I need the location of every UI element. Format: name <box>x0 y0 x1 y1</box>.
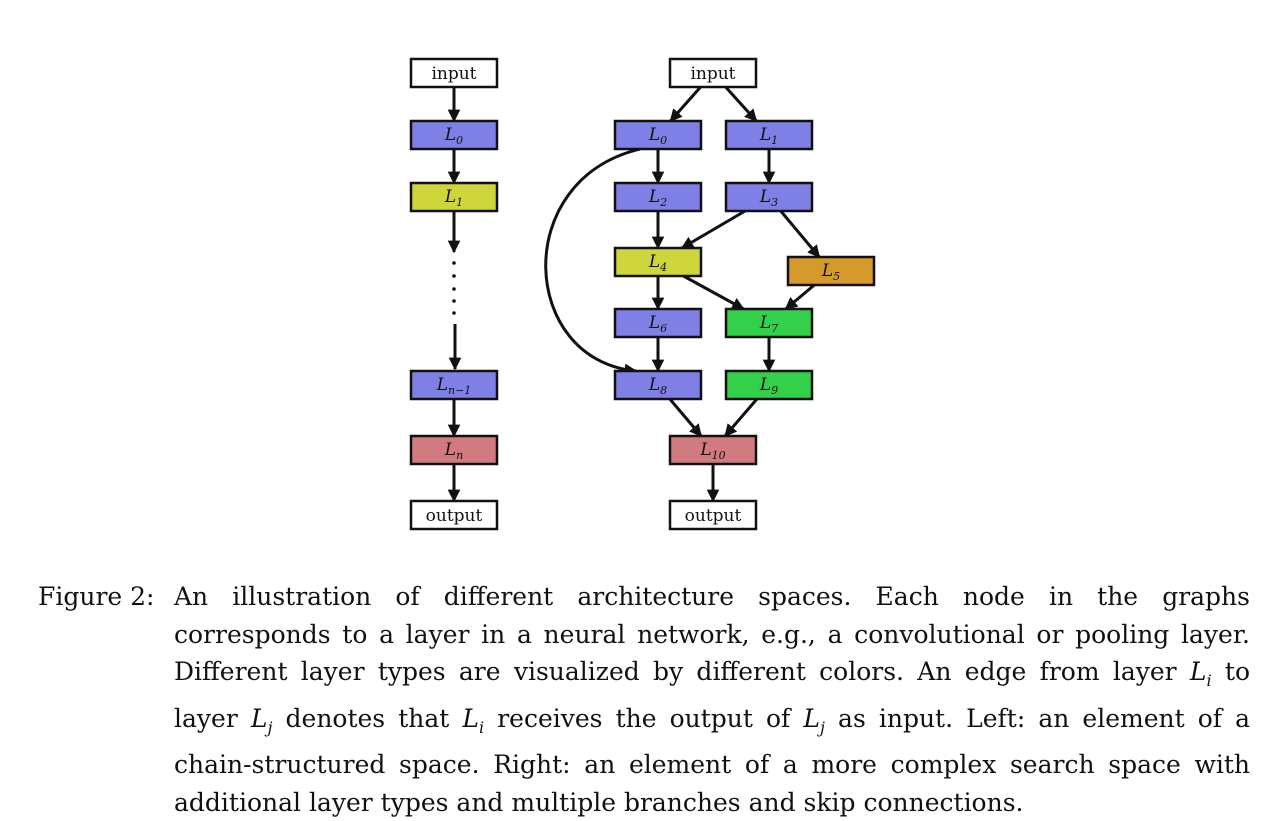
node-r_L4: L4 <box>613 246 703 278</box>
caption-segment: receives the output of <box>484 703 804 733</box>
caption-math: Lj <box>803 703 825 737</box>
node-label: input <box>431 64 476 84</box>
node-r_L6: L6 <box>613 307 703 339</box>
caption-math: Li <box>462 703 485 737</box>
node-box <box>668 434 758 466</box>
node-box <box>668 57 758 89</box>
node-r_L10: L10 <box>668 434 758 466</box>
node-box <box>613 181 703 213</box>
edge-r_in-r_L0 <box>669 86 702 122</box>
node-label: L1 <box>444 187 463 209</box>
skip-edge-r_L0-r_L8 <box>544 147 641 377</box>
node-box <box>724 307 814 339</box>
node-label: L5 <box>821 261 840 283</box>
node-l_L0: L0 <box>409 119 499 151</box>
node-box <box>409 181 499 213</box>
node-label: Ln−1 <box>436 375 472 397</box>
node-box <box>668 499 758 531</box>
node-r_L3: L3 <box>724 181 814 213</box>
node-label: L10 <box>699 440 725 462</box>
node-r_L9: L9 <box>724 369 814 401</box>
node-l_L1: L1 <box>409 181 499 213</box>
ellipsis-dot <box>452 299 456 303</box>
edge-r_L8-r_L10 <box>668 398 703 437</box>
edge-r_L5-r_L7 <box>784 283 816 311</box>
edge-r_L4-r_L7 <box>682 274 745 311</box>
node-l_Ln1: Ln−1 <box>409 369 499 401</box>
node-r_L2: L2 <box>613 181 703 213</box>
node-label: L4 <box>648 252 667 274</box>
figure-caption: Figure 2: An illustration of different a… <box>38 578 1250 821</box>
node-box <box>409 57 499 89</box>
edge-r_L3-r_L5 <box>779 210 821 258</box>
ellipsis-dot <box>452 311 456 315</box>
node-r_L1: L1 <box>724 119 814 151</box>
node-box <box>786 255 876 287</box>
node-r_in: input <box>668 57 758 89</box>
node-box <box>613 246 703 278</box>
node-l_Ln: Ln <box>409 434 499 466</box>
node-label: L1 <box>759 125 778 147</box>
node-r_L0: L0 <box>613 119 703 151</box>
node-box <box>724 119 814 151</box>
node-label: L7 <box>759 313 778 335</box>
node-box <box>613 369 703 401</box>
node-r_out: output <box>668 499 758 531</box>
node-box <box>613 119 703 151</box>
caption-segment: An illustration of different architectur… <box>174 582 1250 686</box>
node-r_L8: L8 <box>613 369 703 401</box>
node-r_L7: L7 <box>724 307 814 339</box>
node-label: output <box>685 506 742 526</box>
node-box <box>409 499 499 531</box>
node-label: L3 <box>759 187 778 209</box>
caption-segment: to layer <box>174 657 1251 733</box>
caption-segment: denotes that <box>272 703 463 733</box>
edge-r_in-r_L1 <box>724 85 758 123</box>
graph-edges <box>447 85 821 503</box>
node-box <box>724 181 814 213</box>
node-box <box>613 307 703 339</box>
ellipsis-dot <box>452 287 456 291</box>
node-r_L5: L5 <box>786 255 876 287</box>
node-label: L0 <box>444 125 463 147</box>
node-label: input <box>690 64 735 84</box>
node-box <box>724 369 814 401</box>
caption-text: An illustration of different architectur… <box>174 578 1250 821</box>
node-label: L6 <box>648 313 667 335</box>
node-box <box>409 434 499 466</box>
node-box <box>409 369 499 401</box>
caption-segment: as input. Left: an element of a chain-st… <box>174 703 1251 817</box>
node-label: Ln <box>444 440 463 462</box>
node-label: output <box>426 506 483 526</box>
node-label: L2 <box>648 187 667 209</box>
node-box <box>409 119 499 151</box>
ellipsis-dot <box>452 261 456 265</box>
node-label: L8 <box>648 375 667 397</box>
edge-r_L3-r_L4 <box>680 209 746 250</box>
ellipsis-dot <box>452 274 456 278</box>
caption-math: Li <box>1189 657 1212 690</box>
node-l_out: output <box>409 499 499 531</box>
caption-math: Lj <box>250 703 273 737</box>
node-l_in: input <box>409 57 499 89</box>
edge-r_L9-r_L10 <box>723 398 759 437</box>
node-label: L0 <box>648 125 667 147</box>
caption-label: Figure 2: <box>38 582 155 611</box>
node-label: L9 <box>759 375 778 397</box>
